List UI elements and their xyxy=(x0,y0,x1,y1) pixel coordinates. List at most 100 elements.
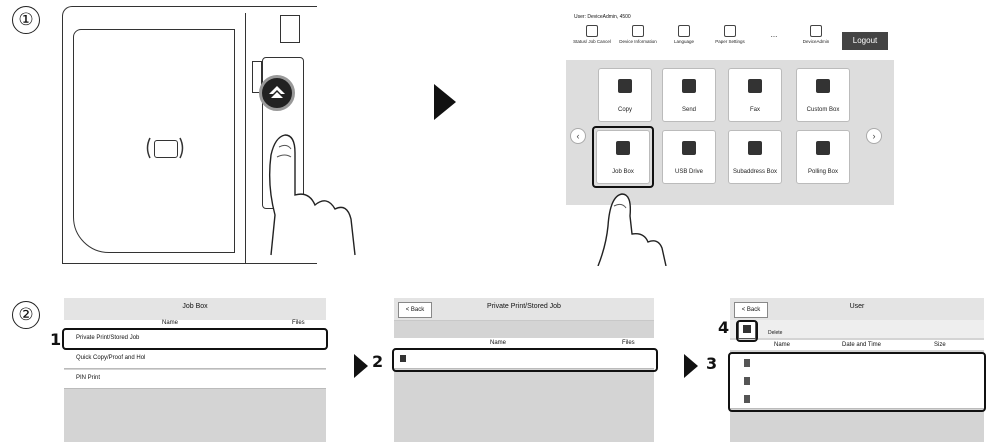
back-button[interactable]: < Back xyxy=(734,302,768,318)
user-files-header: < Back User xyxy=(730,298,984,321)
tile-label: Custom Box xyxy=(806,107,840,113)
send-icon xyxy=(682,79,696,93)
col-files: Files xyxy=(622,340,635,346)
col-size: Size xyxy=(934,342,946,348)
user-files-columns: Name Date and Time Size xyxy=(730,340,984,350)
private-print-screen: < Back Private Print/Stored Job Name Fil… xyxy=(392,298,658,442)
device-admin-label: DeviceAdmin xyxy=(802,39,830,44)
tile-copy[interactable]: Copy xyxy=(598,68,652,122)
logout-button[interactable]: Logout xyxy=(842,32,888,50)
job-box-title: Job Box xyxy=(182,303,208,310)
user-label: User: DeviceAdmin, 4500 xyxy=(574,14,631,20)
step-2-label: ② xyxy=(12,301,40,329)
device-admin-button[interactable]: DeviceAdmin xyxy=(794,25,838,44)
home-toolbar: User: DeviceAdmin, 4500 Status/ Job Canc… xyxy=(566,10,894,60)
indicator-lights xyxy=(252,61,262,93)
user-icon xyxy=(810,25,822,37)
col-name: Name xyxy=(162,320,179,326)
tile-usb-drive[interactable]: USB Drive xyxy=(662,130,716,184)
callout-2: 2 xyxy=(372,352,384,371)
job-box-highlight xyxy=(592,126,654,188)
col-files: Files xyxy=(292,320,305,326)
paper-settings-button[interactable]: Paper Settings xyxy=(708,25,752,44)
row-label: Private Print/Stored Job xyxy=(76,335,140,341)
printer-panel-illustration xyxy=(62,6,356,264)
row-highlight xyxy=(392,348,658,372)
copy-icon xyxy=(618,79,632,93)
status-icon xyxy=(586,25,598,37)
back-button[interactable]: < Back xyxy=(398,302,432,318)
status-job-cancel-button[interactable]: Status/ Job Cancel xyxy=(570,25,614,44)
rows-highlight xyxy=(728,352,986,412)
home-button[interactable] xyxy=(259,75,295,111)
user-icon xyxy=(400,355,406,362)
more-button[interactable]: ... xyxy=(770,30,778,39)
file-icon xyxy=(744,359,750,367)
job-box-screen: Job Box Name Files Private Print/Stored … xyxy=(62,298,328,442)
print-highlight xyxy=(736,320,758,342)
printer-display xyxy=(73,29,235,253)
paper-icon xyxy=(724,25,736,37)
fax-icon xyxy=(748,79,762,93)
device-info-button[interactable]: Device Information xyxy=(616,25,660,44)
tile-polling-box[interactable]: Polling Box xyxy=(796,130,850,184)
tile-label: Send xyxy=(681,107,696,113)
next-arrow-icon xyxy=(354,354,368,378)
col-name: Name xyxy=(774,342,791,348)
callout-1: 1 xyxy=(50,330,62,349)
home-icon xyxy=(269,86,285,98)
usb-icon xyxy=(682,141,696,155)
job-box-header: Job Box xyxy=(64,298,326,321)
next-arrow-icon xyxy=(684,354,698,378)
device-info-icon xyxy=(632,25,644,37)
user-files-title: User xyxy=(849,303,865,310)
row-label: Quick Copy/Proof and Hol xyxy=(76,355,146,361)
list-item[interactable]: Quick Copy/Proof and Hol xyxy=(64,350,326,369)
step-1-label: ① xyxy=(12,6,40,34)
tile-custom-box[interactable]: Custom Box xyxy=(796,68,850,122)
list-item[interactable]: PIN Print xyxy=(64,370,326,389)
callout-4: 4 xyxy=(718,318,730,337)
row-label: PIN Print xyxy=(76,375,101,381)
polling-box-icon xyxy=(816,141,830,155)
language-label: Language xyxy=(673,39,695,44)
row-highlight xyxy=(62,328,328,350)
tile-label: Job Box xyxy=(612,169,634,175)
nfc-reader-icon xyxy=(154,140,178,158)
user-row[interactable] xyxy=(394,350,654,369)
job-box-icon xyxy=(616,141,630,155)
private-print-header: < Back Private Print/Stored Job xyxy=(394,298,654,321)
usb-slot-icon xyxy=(280,15,300,43)
tile-label: Copy xyxy=(617,107,632,113)
col-name: Name xyxy=(490,340,507,346)
tile-fax[interactable]: Fax xyxy=(728,68,782,122)
folder-icon xyxy=(816,79,830,93)
language-icon xyxy=(678,25,690,37)
private-print-title: Private Print/Stored Job xyxy=(487,303,561,310)
callout-3: 3 xyxy=(706,354,718,373)
tile-subaddress-box[interactable]: Subaddress Box xyxy=(728,130,782,184)
language-button[interactable]: Language xyxy=(662,25,706,44)
tile-job-box[interactable]: Job Box xyxy=(596,130,650,184)
col-datetime: Date and Time xyxy=(842,342,882,348)
job-box-columns: Name Files xyxy=(64,320,326,328)
file-icon xyxy=(744,395,750,403)
nfc-waves-icon xyxy=(146,137,184,159)
table-row[interactable] xyxy=(730,390,984,409)
tile-label: Polling Box xyxy=(807,169,839,175)
next-arrow-icon xyxy=(434,84,456,120)
finger-illustration xyxy=(268,134,356,256)
tile-label: USB Drive xyxy=(674,169,703,175)
tile-label: Subaddress Box xyxy=(732,169,778,175)
tile-label: Fax xyxy=(749,107,760,113)
file-icon xyxy=(744,377,750,385)
paper-settings-label: Paper Settings xyxy=(715,39,745,44)
nav-left-button[interactable]: ‹ xyxy=(570,128,586,144)
delete-label[interactable]: Delete xyxy=(768,330,783,336)
print-icon xyxy=(743,325,751,333)
user-files-screen: < Back User Delete Name Date and Time Si… xyxy=(728,298,986,442)
nav-right-button[interactable]: › xyxy=(866,128,882,144)
home-screen: User: DeviceAdmin, 4500 Status/ Job Canc… xyxy=(566,10,894,205)
tile-send[interactable]: Send xyxy=(662,68,716,122)
private-print-columns: Name Files xyxy=(394,338,654,348)
